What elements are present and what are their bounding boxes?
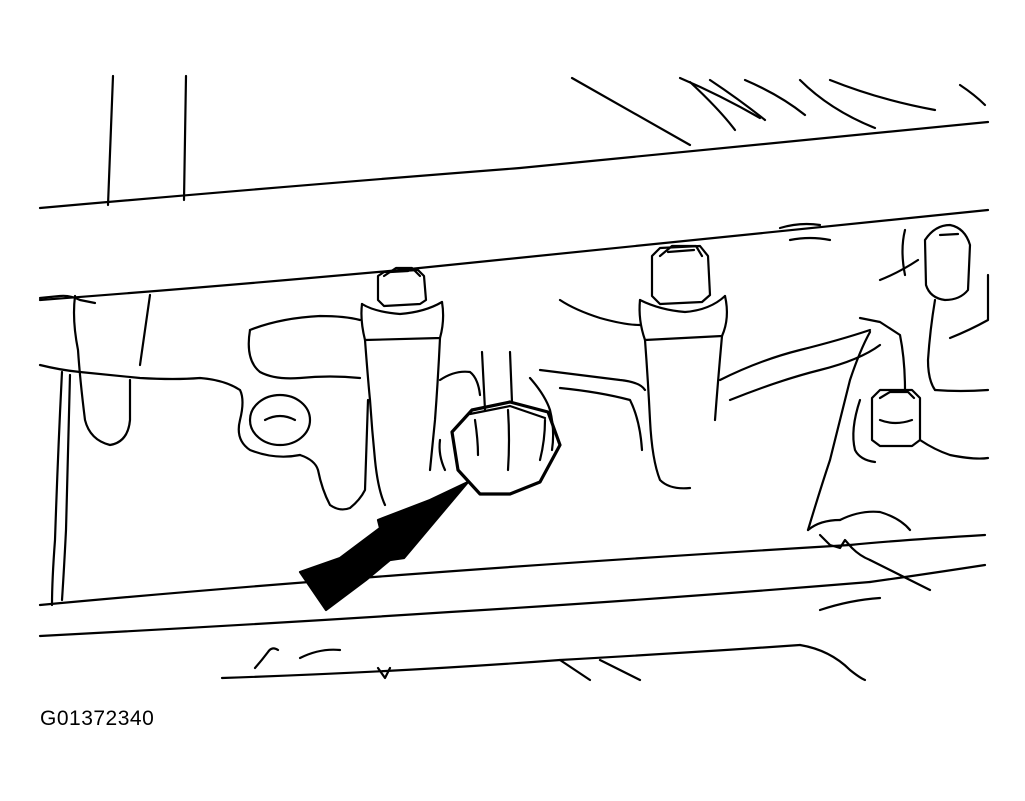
figure-id-label: G01372340	[40, 707, 155, 730]
upper-structure	[106, 74, 987, 207]
bottom-structure	[220, 596, 882, 682]
drain-plug-hexagon	[450, 400, 562, 496]
left-bolt	[360, 266, 445, 507]
right-structure	[718, 222, 990, 592]
lower-rail	[38, 533, 987, 638]
indicator-arrow	[298, 480, 470, 612]
casting-body	[38, 293, 370, 607]
right-bolt	[538, 244, 729, 490]
upper-rail	[38, 120, 990, 302]
drain-plug-area	[438, 350, 562, 496]
